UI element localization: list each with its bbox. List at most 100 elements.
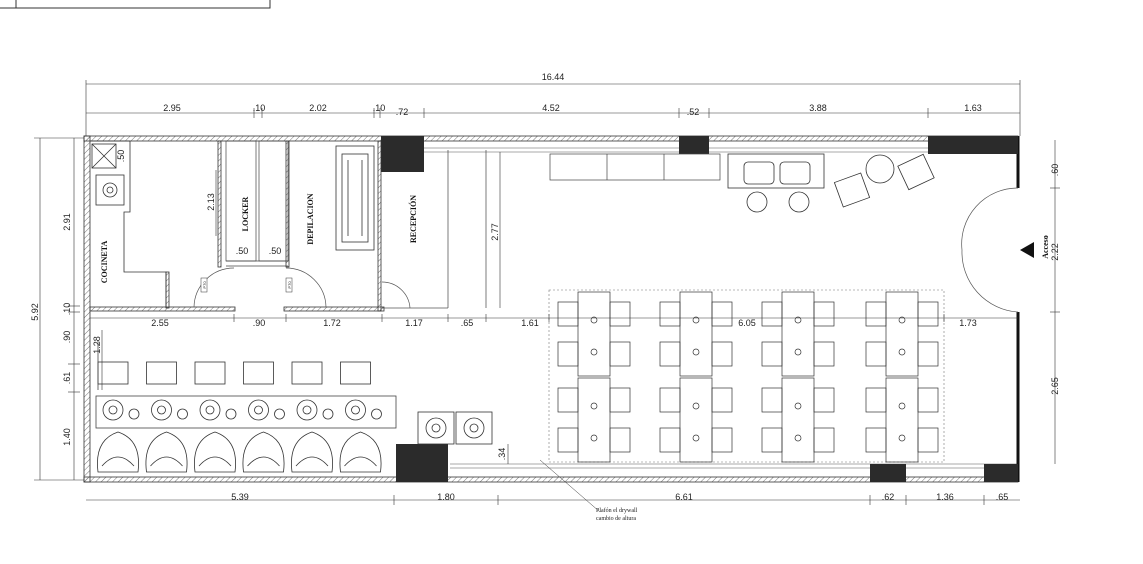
chair-icon (609, 387, 631, 413)
pedicure-sinks (417, 411, 493, 445)
dim-inner-213: 2.13 (206, 193, 216, 211)
dim-left-6: 1.28 (92, 336, 102, 354)
armchair-icon (97, 431, 139, 473)
lamp-icon (590, 434, 598, 442)
chair-icon (711, 301, 733, 327)
locker-units (225, 140, 289, 267)
student-table (679, 377, 713, 463)
dim-top-6: 4.52 (542, 103, 560, 113)
dim-top-5: .72 (396, 107, 409, 117)
chair-icon (609, 427, 631, 453)
lamp-icon (590, 316, 598, 324)
chair-icon (813, 387, 835, 413)
chair-icon (865, 301, 887, 327)
room-label-locker: LOCKER (241, 196, 250, 231)
chair-icon (813, 427, 835, 453)
chair-icon (865, 387, 887, 413)
lamp-icon (794, 348, 802, 356)
chair-icon (917, 387, 939, 413)
chair-icon (917, 427, 939, 453)
dim-top-total: 16.44 (542, 72, 565, 82)
dim-mid-1: 2.55 (151, 318, 169, 328)
stool-icon (274, 408, 285, 420)
chair-icon (659, 341, 681, 367)
chair-icon (609, 341, 631, 367)
chair-icon (917, 301, 939, 327)
dim-top-3: 2.02 (309, 103, 327, 113)
chair-icon (659, 301, 681, 327)
dim-top-2: .10 (253, 103, 266, 113)
basin-drain-icon (157, 405, 166, 415)
interior-walls (89, 140, 385, 312)
station-table (97, 361, 129, 385)
dim-right-1: .60 (1050, 164, 1060, 177)
door-tag-left: P70 (202, 281, 207, 289)
lamp-icon (692, 434, 700, 442)
chair-icon (761, 301, 783, 327)
chair-icon (917, 341, 939, 367)
dim-right-2: 2.22 (1050, 243, 1060, 261)
dim-bottom-2: 1.80 (437, 492, 455, 502)
dim-left-1: 2.91 (62, 213, 72, 231)
lamp-icon (794, 316, 802, 324)
dim-bottom-3: 6.61 (675, 492, 693, 502)
room-label-cocineta: COCINETA (100, 241, 109, 284)
dim-mid-7: 6.05 (738, 318, 756, 328)
basin-drain-icon (302, 405, 312, 415)
lamp-icon (692, 348, 700, 356)
chair-icon (659, 387, 681, 413)
dim-inner-50a: .50 (116, 150, 126, 163)
lamp-icon (590, 348, 598, 356)
kitchen-fixtures (91, 143, 125, 206)
dim-inner-50b: .50 (236, 246, 249, 256)
basin-icon (296, 399, 318, 421)
basin-drain-icon (108, 405, 118, 415)
basin-icon (199, 399, 221, 421)
chair-icon (557, 387, 579, 413)
basin-icon (151, 399, 172, 421)
student-table (577, 377, 611, 463)
treatment-bed (335, 145, 375, 251)
chair-icon (865, 427, 887, 453)
note-line-1: Plafón el drywall (596, 507, 638, 514)
dimension-lines (34, 80, 1060, 505)
dim-mid-4: 1.17 (405, 318, 423, 328)
station-table (194, 361, 226, 385)
student-table (781, 377, 815, 463)
chair-icon (711, 341, 733, 367)
stool-icon (177, 408, 188, 420)
dim-mid-5: .65 (461, 318, 474, 328)
station-table (243, 361, 274, 385)
student-table (885, 291, 919, 377)
chair-icon (557, 427, 579, 453)
chair-icon (557, 301, 579, 327)
student-table (885, 377, 919, 463)
basin-drain-icon (205, 405, 215, 415)
dim-left-5: 1.40 (62, 428, 72, 446)
reception-desk (447, 150, 721, 308)
nail-stations (97, 361, 382, 473)
lamp-icon (692, 316, 700, 324)
stool-icon (371, 408, 382, 420)
title-block-frame (0, 0, 271, 9)
basin-drain-icon (254, 405, 263, 415)
note-line-2: cambio de altura (596, 516, 636, 522)
lamp-icon (898, 434, 906, 442)
dim-mid-8: 1.73 (959, 318, 977, 328)
chair-icon (761, 341, 783, 367)
dim-bottom-1: 5.39 (231, 492, 249, 502)
access-arrow-icon (1020, 242, 1034, 258)
dim-top-9: 1.63 (964, 103, 982, 113)
basin-drain-icon (351, 405, 360, 415)
armchair-icon (291, 431, 333, 473)
basin-icon (102, 399, 124, 421)
chair-icon (865, 341, 887, 367)
dim-inner-50c: .50 (269, 246, 282, 256)
lamp-icon (794, 434, 802, 442)
station-table (146, 361, 177, 385)
note-leader (539, 459, 601, 513)
columns (381, 136, 1018, 482)
room-label-acceso: Acceso (1041, 235, 1050, 259)
dim-mid-6: 1.61 (521, 318, 539, 328)
